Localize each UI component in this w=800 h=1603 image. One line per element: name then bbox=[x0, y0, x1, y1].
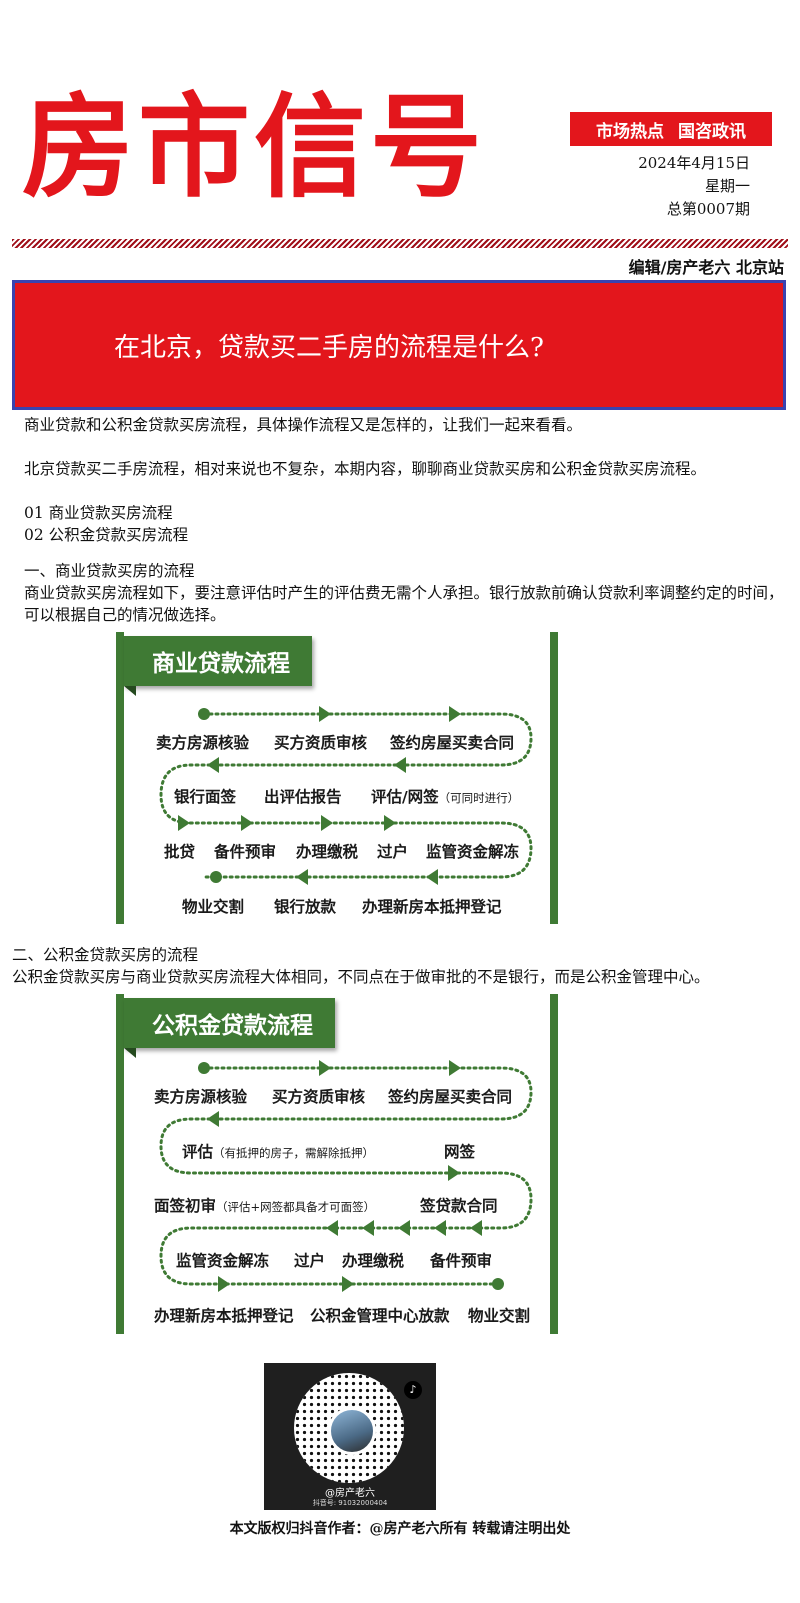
flow-step: 买方资质审核 bbox=[274, 734, 368, 752]
flow-step: 签贷款合同 bbox=[420, 1197, 498, 1215]
flow-step-label: 评估 bbox=[182, 1143, 214, 1161]
flow-step-note: （有抵押的房子，需解除抵押） bbox=[213, 1146, 375, 1160]
headline-banner: 在北京，贷款买二手房的流程是什么? bbox=[12, 280, 786, 410]
flowchart-left-bar bbox=[116, 994, 124, 1334]
flowchart-right-bar bbox=[550, 632, 558, 924]
flow-step: 备件预审 bbox=[430, 1252, 493, 1270]
douyin-logo-icon: ♪ bbox=[404, 1381, 422, 1399]
flow-step: 签约房屋买卖合同 bbox=[390, 734, 515, 752]
flow-step: 银行放款 bbox=[274, 898, 337, 916]
section2-heading: 二、公积金贷款买房的流程 bbox=[12, 946, 199, 964]
flowchart-title: 商业贷款流程 bbox=[124, 636, 312, 686]
qr-code bbox=[294, 1373, 404, 1483]
ribbon-fold bbox=[124, 1048, 136, 1058]
flow-step: 物业交割 bbox=[182, 898, 245, 916]
flow-step: 面签初审（评估+网签都具备才可面签） bbox=[154, 1194, 375, 1216]
flow-step: 卖方房源核验 bbox=[156, 734, 250, 752]
flow-step: 评估（有抵押的房子，需解除抵押） bbox=[182, 1140, 374, 1162]
issue-number: 总第0007期 bbox=[666, 200, 750, 218]
flow-step: 出评估报告 bbox=[264, 788, 342, 806]
flowchart-left-bar bbox=[116, 632, 124, 924]
tag-policy-news: 国咨政讯 bbox=[678, 121, 746, 142]
copyright-footer: 本文版权归抖音作者：@房产老六所有 转载请注明出处 bbox=[229, 1521, 571, 1537]
flow-step: 批贷 bbox=[164, 843, 196, 861]
flow-step: 办理缴税 bbox=[296, 843, 359, 861]
flow-step: 办理缴税 bbox=[342, 1252, 405, 1270]
toc-item-2: 02 公积金贷款买房流程 bbox=[24, 526, 189, 544]
flow-step: 办理新房本抵押登记 bbox=[154, 1307, 294, 1325]
section1-heading: 一、商业贷款买房的流程 bbox=[24, 562, 195, 580]
flow-step: 银行面签 bbox=[174, 788, 237, 806]
issue-weekday: 星期一 bbox=[704, 177, 750, 195]
flow-step-label: 评估/网签 bbox=[371, 788, 439, 806]
editor-credit: 编辑/房产老六 北京站 bbox=[628, 258, 784, 277]
flow-step-note: （评估+网签都具备才可面签） bbox=[216, 1200, 376, 1214]
flow-step: 卖方房源核验 bbox=[154, 1088, 248, 1106]
flow-step: 过户 bbox=[377, 843, 409, 861]
qr-account-id: 抖音号: 91032000404 bbox=[312, 1499, 388, 1507]
flow-step: 办理新房本抵押登记 bbox=[362, 898, 502, 916]
flow-step: 评估/网签（可同时进行） bbox=[371, 785, 519, 807]
flow-path bbox=[159, 1060, 533, 1292]
flow-step: 网签 bbox=[444, 1143, 476, 1161]
section2-text: 公积金贷款买房与商业贷款买房流程大体相同，不同点在于做审批的不是银行，而是公积金… bbox=[12, 968, 710, 986]
flow-step: 监管资金解冻 bbox=[426, 843, 520, 861]
masthead-rule bbox=[12, 239, 788, 248]
flow-step: 过户 bbox=[294, 1252, 326, 1270]
flow-step-label: 面签初审 bbox=[154, 1197, 217, 1215]
avatar bbox=[328, 1407, 376, 1455]
flowchart-title: 公积金贷款流程 bbox=[124, 998, 335, 1048]
headline: 在北京，贷款买二手房的流程是什么? bbox=[114, 332, 544, 363]
provident-fund-flowchart: 公积金贷款流程 卖方房源核验 买方资质审核 签约房屋买卖合同 评估（有抵押的房子… bbox=[116, 994, 560, 1334]
flow-step: 备件预审 bbox=[214, 843, 277, 861]
intro-paragraph-1: 商业贷款和公积金贷款买房流程，具体操作流程又是怎样的，让我们一起来看看。 bbox=[24, 416, 583, 434]
tag-box: 市场热点 国咨政讯 bbox=[570, 112, 772, 146]
flow-path bbox=[159, 706, 533, 885]
flow-step: 监管资金解冻 bbox=[176, 1252, 270, 1270]
toc-item-1: 01 商业贷款买房流程 bbox=[24, 504, 173, 522]
commercial-loan-flowchart: 商业贷款流程 卖方房源核验 买方资质审核 签约房屋买卖合同 银行面签 出评估报告… bbox=[116, 632, 560, 924]
section1-text: 商业贷款买房流程如下，要注意评估时产生的评估费无需个人承担。银行放款前确认贷款利… bbox=[24, 584, 784, 624]
flow-step-note: （可同时进行） bbox=[438, 791, 520, 805]
flow-step: 公积金管理中心放款 bbox=[310, 1307, 450, 1325]
qr-account-name: @房产老六 bbox=[325, 1488, 375, 1499]
flow-step: 签约房屋买卖合同 bbox=[388, 1088, 513, 1106]
tag-market-hotspot: 市场热点 bbox=[596, 121, 664, 142]
flowchart-right-bar bbox=[550, 994, 558, 1334]
flow-step: 买方资质审核 bbox=[272, 1088, 366, 1106]
masthead-title: 房市信号 bbox=[22, 82, 486, 213]
ribbon-fold bbox=[124, 686, 136, 696]
intro-paragraph-2: 北京贷款买二手房流程，相对来说也不复杂，本期内容，聊聊商业贷款买房和公积金贷款买… bbox=[24, 460, 707, 478]
douyin-qr-card[interactable]: ♪ @房产老六 抖音号: 91032000404 bbox=[264, 1363, 436, 1510]
flow-step: 物业交割 bbox=[468, 1307, 531, 1325]
issue-date: 2024年4月15日 bbox=[638, 154, 750, 172]
